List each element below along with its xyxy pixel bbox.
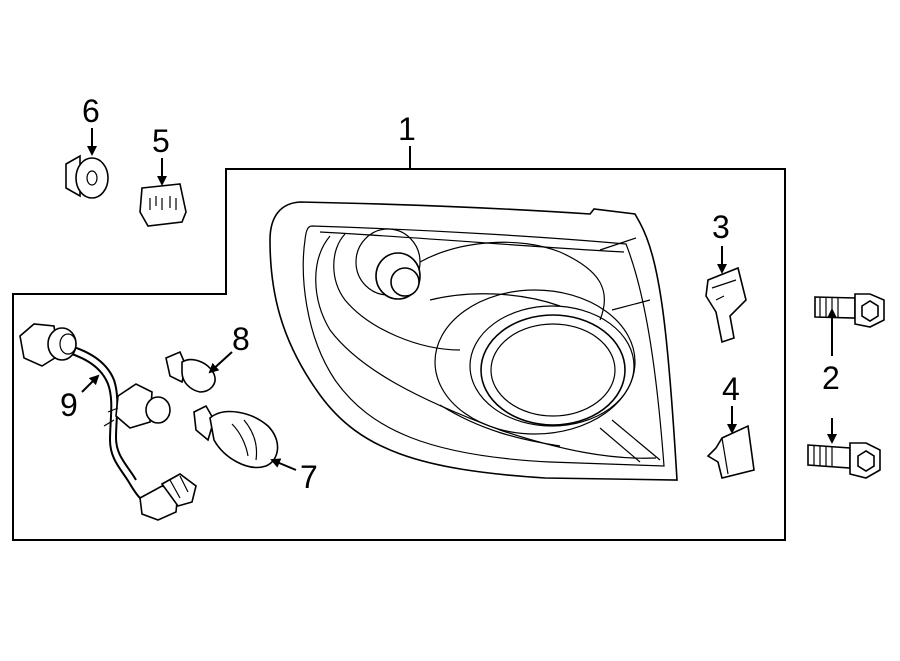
- callout-7: 7: [300, 459, 318, 495]
- callout-3: 3: [712, 209, 730, 245]
- wiring-harness-part-9: [19, 323, 197, 521]
- tail-lamp-housing: [269, 201, 678, 481]
- bolt-lower: [807, 442, 881, 479]
- leader-8: [208, 351, 233, 374]
- bulb-part-8: [165, 350, 216, 393]
- grommet-part-6: [65, 154, 109, 199]
- callout-2: 2: [822, 360, 840, 396]
- callout-4: 4: [722, 371, 740, 407]
- bulb-part-7: [193, 404, 279, 469]
- callout-8: 8: [232, 321, 250, 357]
- callout-5: 5: [152, 123, 170, 159]
- callout-6: 6: [82, 93, 100, 129]
- callout-9: 9: [60, 387, 78, 423]
- leader-7: [270, 458, 297, 471]
- bolt-upper: [814, 293, 885, 328]
- callout-1: 1: [398, 111, 416, 147]
- bracket-part-4: [706, 424, 755, 479]
- retainer-part-5: [139, 183, 187, 227]
- clip-part-3: [705, 266, 747, 344]
- assembly-frame: [12, 168, 786, 541]
- leader-9: [81, 374, 100, 393]
